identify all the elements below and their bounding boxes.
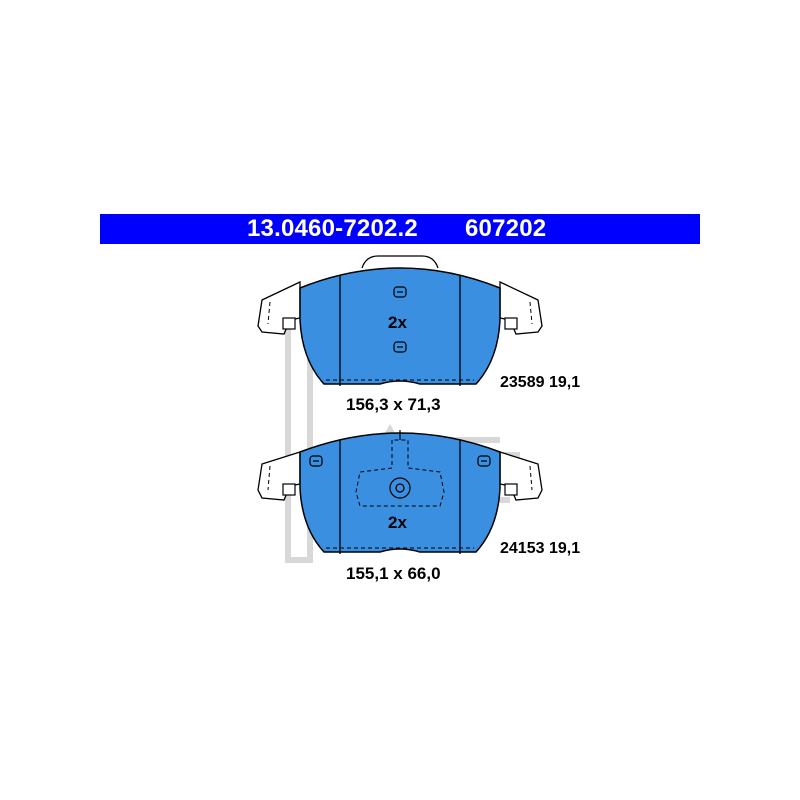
part-number-banner: 13.0460-7202.2 607202 [100,214,700,244]
upper-top-tab [361,255,439,269]
upper-backing-plate [257,280,543,335]
upper-pad-quantity: 2x [388,313,407,332]
lower-pad-thickness: 19,1 [548,540,581,557]
upper-friction-material [299,267,501,385]
upper-pad-thickness: 19,1 [548,374,581,391]
part-number: 13.0460-7202.2 [247,215,418,242]
upper-top-locator-icon [393,286,407,298]
lower-brake-pad [257,430,543,554]
article-number: 607202 [465,215,547,242]
lower-pad-dimensions: 155,1 x 66,0 [346,564,441,583]
lower-pad-spec: 24153 19,1 [500,540,580,558]
upper-pad-wva-number: 23589 [500,374,545,391]
lower-left-locator-icon [309,455,323,467]
upper-bottom-locator-icon [393,341,407,353]
lower-left-clip [282,483,296,496]
upper-brake-pad [257,255,543,386]
lower-pad-quantity: 2x [388,513,407,532]
lower-right-locator-icon [477,455,491,467]
upper-left-clip [282,317,296,330]
upper-right-clip [504,317,518,330]
upper-backing-plate-dashed [267,301,533,325]
lower-pad-wva-number: 24153 [500,540,545,557]
upper-pad-spec: 23589 19,1 [500,374,580,392]
lower-spring-outline [355,439,445,507]
lower-right-clip [504,483,518,496]
lower-center-pin-icon [389,430,411,499]
lower-backing-plate [257,451,543,501]
upper-pad-dimensions: 156,3 x 71,3 [346,395,441,414]
